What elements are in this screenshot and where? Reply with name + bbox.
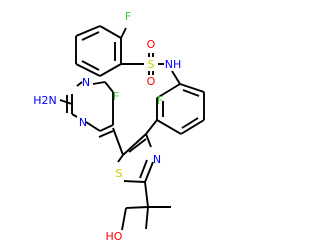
bond: [98, 130, 114, 138]
bond: [139, 159, 148, 179]
bond: [99, 63, 122, 77]
bond: [128, 138, 147, 153]
atom-labels: F S O O NH H2N N F F N S N HO: [33, 10, 181, 243]
atom-label-fluorine: F: [157, 94, 163, 107]
bond: [121, 207, 127, 231]
bond: [99, 25, 122, 39]
bond: [125, 206, 149, 209]
bond: [75, 25, 101, 37]
atom-label-fluorine: F: [113, 90, 119, 103]
bond: [123, 180, 146, 183]
bond: [92, 81, 106, 85]
bond-lines: [59, 25, 205, 231]
bond: [145, 133, 152, 148]
atom-label-amine: H2N: [33, 94, 57, 107]
atom-label-nitrogen: N: [153, 153, 161, 166]
bond: [181, 117, 199, 129]
bond: [112, 127, 124, 156]
bond: [76, 81, 83, 87]
bond: [145, 119, 158, 135]
atom-label-oxygen: O: [147, 38, 156, 51]
bond: [144, 181, 149, 208]
bond: [104, 81, 114, 93]
atom-label-nh: NH: [165, 58, 182, 71]
bond: [156, 119, 182, 135]
atom-label-sulfur: S: [148, 58, 155, 71]
bond: [81, 60, 100, 71]
molecule-structure-diagram: F S O O NH H2N N F F N S N HO: [33, 10, 205, 243]
bond: [117, 154, 124, 163]
bond: [99, 124, 114, 132]
bond: [122, 133, 147, 156]
bond: [145, 206, 149, 230]
atom-label-oxygen: O: [147, 75, 156, 88]
bond: [59, 99, 73, 105]
bond: [71, 113, 78, 118]
bond: [81, 31, 100, 41]
bond: [75, 63, 101, 77]
bond: [85, 121, 101, 132]
bond: [180, 119, 205, 135]
bond: [144, 161, 154, 183]
atom-label-nitrogen: N: [79, 116, 87, 129]
bond: [120, 27, 127, 39]
atom-label-fluorine: F: [125, 10, 131, 23]
atom-label-sulfur: S: [116, 167, 123, 180]
bond: [179, 83, 205, 93]
atom-label-hydroxyl: HO: [106, 230, 123, 243]
bond: [156, 83, 181, 99]
bond: [171, 70, 181, 85]
atom-label-nitrogen: N: [82, 76, 90, 89]
bond: [182, 89, 200, 97]
